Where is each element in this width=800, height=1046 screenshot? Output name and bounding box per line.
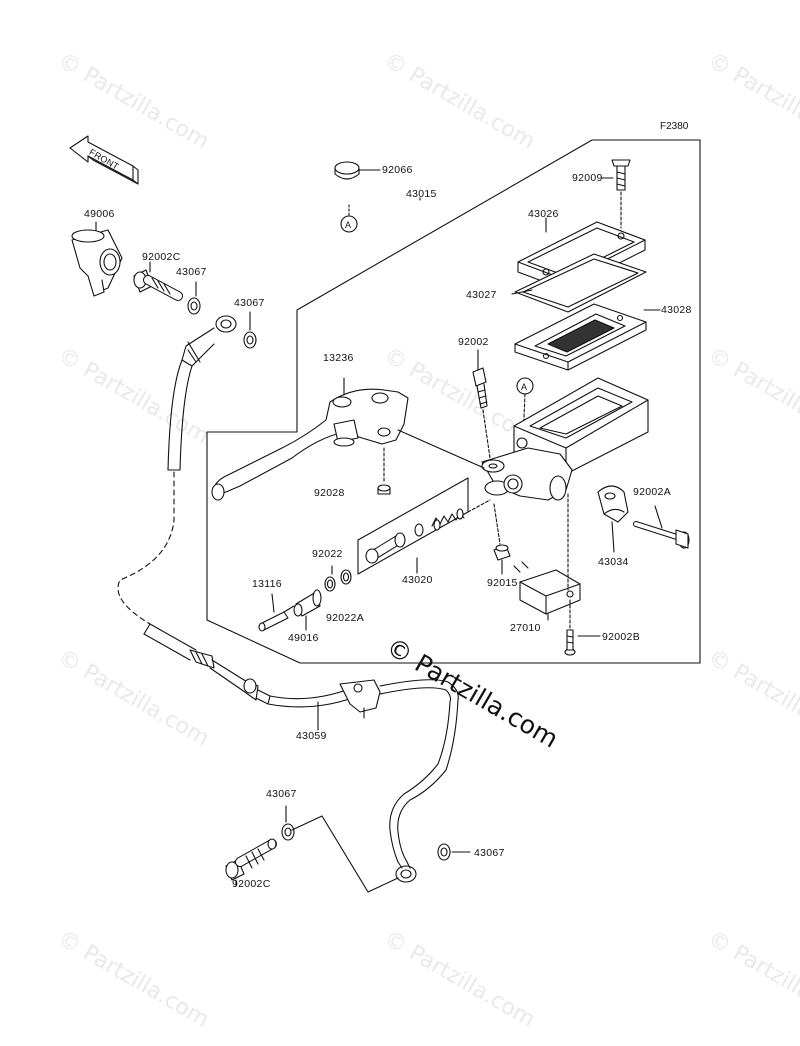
pushrod-13116 (258, 593, 295, 632)
figure-code: F2380 (660, 121, 689, 132)
screw-92009 (601, 159, 631, 229)
hose-43059-middle (143, 623, 459, 863)
master-cylinder-body (481, 437, 573, 501)
part-label-92022A: 92022A (326, 612, 365, 624)
hose-43059-bottom (225, 805, 471, 893)
part-label-43067: 43067 (266, 788, 297, 800)
washer-43067 (187, 297, 201, 315)
boot-49016 (293, 589, 322, 631)
part-label-92066: 92066 (382, 164, 413, 176)
part-label-92002C: 92002C (142, 251, 181, 263)
gasket-43027 (514, 253, 647, 313)
ref-marker-label: A (521, 382, 528, 392)
washer-43067 (243, 331, 257, 349)
part-label-43067: 43067 (474, 847, 505, 859)
part-label-92002: 92002 (458, 336, 489, 348)
ref-marker-circle (340, 215, 358, 233)
part-label-92002C: 92002C (232, 878, 271, 890)
part-label-43026: 43026 (528, 208, 559, 220)
cap-92066 (334, 161, 381, 180)
part-label-43059: 43059 (296, 730, 327, 742)
part-label-92028: 92028 (314, 487, 345, 499)
piston-kit-43020 (357, 477, 491, 575)
part-label-43067: 43067 (234, 297, 265, 309)
part-label-43015: 43015 (406, 188, 437, 200)
part-label-92002B: 92002B (602, 631, 641, 643)
clamp-43034 (597, 485, 629, 553)
cover-43026 (517, 221, 646, 291)
part-label-49016: 49016 (288, 632, 319, 644)
nut-92015 (493, 503, 511, 575)
bushing-92028 (377, 447, 391, 495)
part-label-49006: 49006 (84, 208, 115, 220)
part-label-43020: 43020 (402, 574, 433, 586)
washer-43067 (437, 843, 451, 861)
ref-marker-label: A (345, 220, 352, 230)
banjo-bolt-92002C (133, 261, 183, 301)
front-arrow-icon (69, 135, 139, 185)
part-label-92009: 92009 (572, 172, 603, 184)
part-label-43034: 43034 (598, 556, 629, 568)
switch-27010 (513, 493, 581, 621)
cap-49006 (71, 221, 123, 297)
part-label-92022: 92022 (312, 548, 343, 560)
part-label-92002A: 92002A (633, 486, 672, 498)
clutch-lever-13236 (211, 377, 485, 501)
part-label-13236: 13236 (323, 352, 354, 364)
part-label-43027: 43027 (466, 289, 497, 301)
bolt-92002 (472, 349, 491, 459)
part-label-92015: 92015 (487, 577, 518, 589)
part-label-43067: 43067 (176, 266, 207, 278)
part-label-43028: 43028 (661, 304, 692, 316)
diaphragm-43028 (514, 303, 647, 371)
hose-43059-top (117, 315, 237, 625)
washer-92022A (340, 569, 352, 585)
bolt-92002A (633, 505, 690, 549)
ring-92022 (324, 576, 336, 592)
washer-43067 (281, 823, 295, 841)
assembly-outline (206, 139, 701, 664)
part-label-27010: 27010 (510, 622, 541, 634)
screw-92002B (564, 599, 601, 656)
part-label-13116: 13116 (252, 578, 282, 590)
